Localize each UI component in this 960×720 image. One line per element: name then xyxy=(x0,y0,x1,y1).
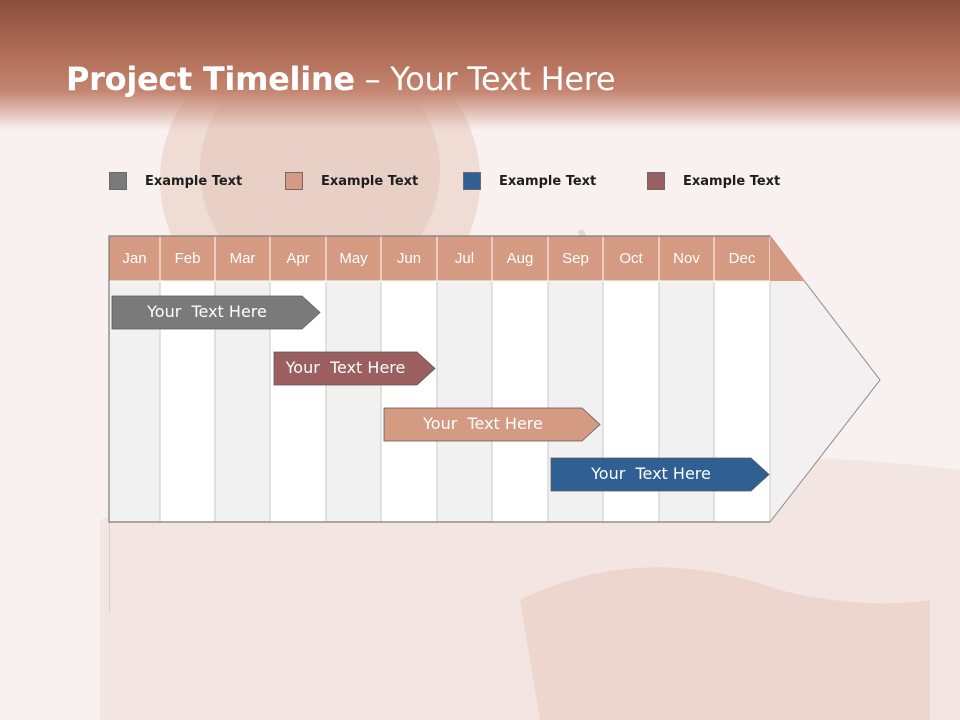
legend-swatch xyxy=(647,172,665,190)
month-header-cell xyxy=(658,235,715,282)
month-label-apr: Apr xyxy=(286,250,310,267)
task-bar-2 xyxy=(273,351,436,386)
legend-item-2: Example Text xyxy=(285,171,418,191)
month-label-nov: Nov xyxy=(673,250,700,267)
month-header-cell xyxy=(325,235,382,282)
title-rest: – Your Text Here xyxy=(354,60,616,98)
month-header-cell xyxy=(380,235,438,282)
page-title: Project Timeline – Your Text Here xyxy=(66,60,616,98)
legend-item-3: Example Text xyxy=(463,171,596,191)
month-label-oct: Oct xyxy=(619,250,643,267)
legend-label: Example Text xyxy=(499,173,597,189)
month-label-jul: Jul xyxy=(454,250,475,267)
header-banner xyxy=(0,0,960,130)
month-label-aug: Aug xyxy=(506,250,534,267)
task-bar-3 xyxy=(383,407,601,442)
legend-item-1: Example Text xyxy=(109,171,242,191)
task-bar-4 xyxy=(550,457,770,492)
month-label-jan: Jan xyxy=(122,250,147,267)
task-bar-1 xyxy=(111,295,321,330)
month-column xyxy=(491,280,549,523)
task-bar-label-1: Your Text Here xyxy=(147,302,267,321)
legend-item-4: Example Text xyxy=(647,171,780,191)
legend-swatch xyxy=(109,172,127,190)
legend-label: Example Text xyxy=(321,173,419,189)
month-label-sep: Sep xyxy=(562,250,589,267)
month-column xyxy=(325,280,382,523)
task-bar-label-2: Your Text Here xyxy=(285,358,406,377)
month-label-dec: Dec xyxy=(728,250,756,267)
month-header-cell xyxy=(108,235,161,282)
month-label-feb: Feb xyxy=(174,250,201,267)
task-bar-label-3: Your Text Here xyxy=(423,414,543,433)
month-label-jun: Jun xyxy=(396,250,422,267)
month-header-cell xyxy=(214,235,271,282)
legend-swatch xyxy=(463,172,481,190)
chart-reflection xyxy=(109,522,110,612)
month-header-cell xyxy=(159,235,216,282)
header-arrow-fill xyxy=(770,236,805,281)
task-bar-label-4: Your Text Here xyxy=(591,464,711,483)
month-header-cell xyxy=(713,235,771,282)
timeline-frame xyxy=(108,235,770,523)
legend-label: Example Text xyxy=(145,173,243,189)
legend-label: Example Text xyxy=(683,173,781,189)
title-bold: Project Timeline xyxy=(66,60,355,98)
month-label-mar: Mar xyxy=(229,250,256,267)
month-column xyxy=(380,280,438,523)
legend-swatch xyxy=(285,172,303,190)
month-label-may: May xyxy=(339,250,368,267)
month-column xyxy=(436,280,493,523)
